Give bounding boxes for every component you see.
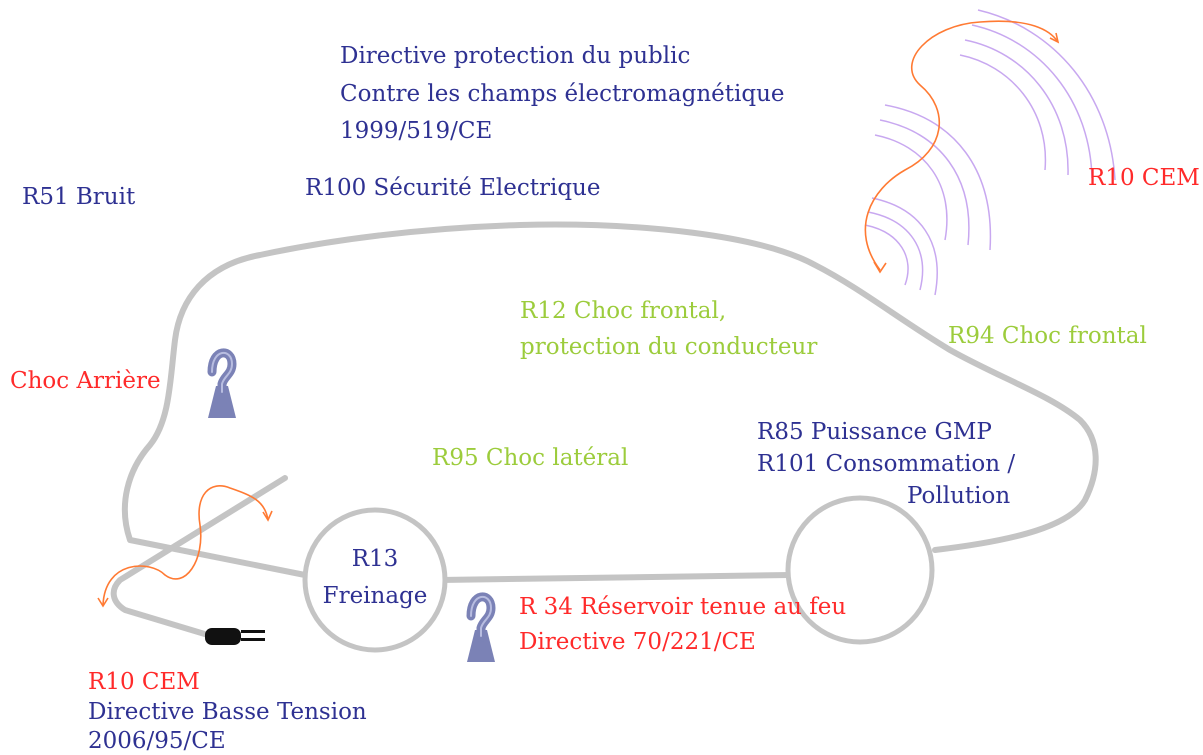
label-r95: R95 Choc latéral xyxy=(432,445,629,471)
question-mark-icon xyxy=(208,353,236,418)
emc-wave-arrow-top xyxy=(864,20,1059,271)
charging-plug-icon xyxy=(205,628,265,645)
label-r51: R51 Bruit xyxy=(22,184,136,210)
charging-cable xyxy=(110,475,288,638)
arrowhead xyxy=(1049,32,1060,44)
label-r101-line1: R101 Consommation / xyxy=(757,451,1016,477)
label-r101-line2: Pollution xyxy=(907,483,1011,509)
label-r12-line2: protection du conducteur xyxy=(520,334,818,360)
label-r10-bottom: R10 CEM xyxy=(88,669,200,695)
label-r85: R85 Puissance GMP xyxy=(757,419,992,445)
rear-wheel xyxy=(302,507,448,653)
label-choc-arriere: Choc Arrière xyxy=(10,368,161,394)
directive-bt-line2: 2006/95/CE xyxy=(88,728,226,754)
label-directive-70: Directive 70/221/CE xyxy=(519,629,756,655)
directive-bt-line1: Directive Basse Tension xyxy=(88,699,367,725)
em-wave-arcs xyxy=(864,9,1116,296)
directive-public-line3: 1999/519/CE xyxy=(340,118,493,144)
car-body-outline xyxy=(121,221,1099,583)
label-r34: R 34 Réservoir tenue au feu xyxy=(519,594,847,620)
question-mark-icon xyxy=(467,597,495,662)
label-r13-line2: Freinage xyxy=(322,583,428,609)
arrowhead xyxy=(97,597,109,608)
label-r13-line1: R13 xyxy=(351,546,399,572)
directive-public-line1: Directive protection du public xyxy=(340,43,691,69)
arrowhead xyxy=(262,510,273,522)
emc-wave-arrow-bottom xyxy=(102,485,269,606)
label-r12-line1: R12 Choc frontal, xyxy=(520,298,727,324)
label-r94: R94 Choc frontal xyxy=(948,323,1147,349)
label-r100: R100 Sécurité Electrique xyxy=(305,175,601,201)
arrowhead xyxy=(873,261,887,274)
front-wheel xyxy=(785,495,935,645)
label-r10-top: R10 CEM xyxy=(1088,165,1200,191)
directive-public-line2: Contre les champs électromagnétique xyxy=(340,81,785,107)
